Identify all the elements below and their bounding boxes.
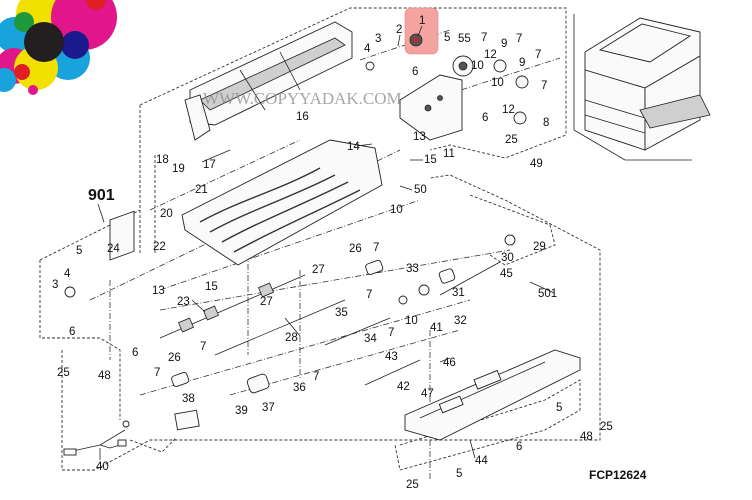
- part-label[interactable]: 7: [373, 242, 379, 254]
- roller: [202, 305, 220, 321]
- part-label[interactable]: 9: [519, 57, 525, 69]
- part-label[interactable]: 1: [419, 15, 425, 27]
- part-label[interactable]: 5: [444, 32, 450, 44]
- part-label[interactable]: 6: [516, 441, 522, 453]
- part-label[interactable]: 7: [535, 49, 541, 61]
- part-label[interactable]: 48: [98, 370, 111, 382]
- part-label[interactable]: 8: [543, 117, 549, 129]
- figure-code: FCP12624: [589, 468, 647, 482]
- paper-guide-tray: [181, 139, 383, 266]
- part-label[interactable]: 47: [421, 388, 434, 400]
- part-label[interactable]: 19: [172, 163, 185, 175]
- part-label[interactable]: 12: [502, 104, 515, 116]
- part-label[interactable]: 5: [456, 468, 462, 480]
- part-label[interactable]: 37: [262, 402, 275, 414]
- part-label[interactable]: 6: [482, 112, 488, 124]
- part-label[interactable]: 13: [152, 285, 165, 297]
- part-label[interactable]: 3: [375, 33, 381, 45]
- part-label[interactable]: 25: [57, 367, 70, 379]
- part-label[interactable]: 22: [153, 241, 166, 253]
- part-label[interactable]: 15: [424, 154, 437, 166]
- upper-cover-assembly: [184, 21, 353, 141]
- part-label[interactable]: 18: [156, 154, 169, 166]
- part-label[interactable]: 26: [168, 352, 181, 364]
- part-label[interactable]: 25: [600, 421, 613, 433]
- part-label[interactable]: 49: [530, 158, 543, 170]
- part-label[interactable]: 13: [413, 131, 426, 143]
- part-label[interactable]: 17: [203, 159, 216, 171]
- part-label[interactable]: 11: [443, 148, 455, 160]
- part-label[interactable]: 25: [406, 479, 419, 491]
- part-label[interactable]: 14: [347, 141, 360, 153]
- part-label[interactable]: 48: [580, 431, 593, 443]
- part-label[interactable]: 30: [501, 252, 514, 264]
- part-label[interactable]: 28: [285, 332, 298, 344]
- part-label[interactable]: 41: [430, 322, 443, 334]
- part-label[interactable]: 35: [335, 307, 348, 319]
- part-label[interactable]: 7: [516, 33, 522, 45]
- part-label[interactable]: 7: [154, 367, 160, 379]
- part-label[interactable]: 501: [538, 288, 557, 300]
- part-label[interactable]: 29: [533, 241, 546, 253]
- part-label[interactable]: 40: [96, 461, 109, 473]
- part-label[interactable]: 12: [484, 49, 497, 61]
- part-label[interactable]: 55: [458, 33, 471, 45]
- part-label[interactable]: 3: [52, 279, 58, 291]
- wire-harness: [63, 420, 177, 456]
- part-label[interactable]: 10: [491, 77, 504, 89]
- lower-tray: [404, 349, 581, 441]
- part-labels: 1 2 3 4 5 55 7 12 9 7 10 9 7 10 12 7 6 8…: [52, 15, 613, 491]
- part-label[interactable]: 10: [405, 315, 418, 327]
- part-label[interactable]: 16: [296, 111, 309, 123]
- roller: [177, 317, 195, 333]
- part-label[interactable]: 46: [443, 357, 456, 369]
- roller: [257, 282, 275, 298]
- part-label[interactable]: 27: [260, 296, 273, 308]
- part-label[interactable]: 39: [235, 405, 248, 417]
- part-label[interactable]: 21: [195, 184, 208, 196]
- part-label[interactable]: 15: [205, 281, 218, 293]
- part-label[interactable]: 32: [454, 315, 467, 327]
- part-label[interactable]: 7: [200, 341, 206, 353]
- part-label[interactable]: 5: [76, 245, 82, 257]
- part-label[interactable]: 7: [541, 80, 547, 92]
- part-label[interactable]: 6: [412, 66, 418, 78]
- part-label[interactable]: 25: [505, 134, 518, 146]
- part-label[interactable]: 45: [500, 268, 513, 280]
- part-label[interactable]: 4: [64, 268, 71, 280]
- right-frame-plate: [399, 74, 463, 141]
- part-label[interactable]: 5: [556, 402, 562, 414]
- cmyk-circles-logo: [0, 0, 117, 95]
- part-label[interactable]: 43: [385, 351, 398, 363]
- part-label[interactable]: 9: [501, 38, 507, 50]
- assembly-label-901[interactable]: 901: [88, 187, 115, 204]
- part-label[interactable]: 4: [364, 43, 371, 55]
- watermark: WWW.COPYYADAK.COM: [203, 89, 402, 108]
- part-label[interactable]: 33: [406, 263, 419, 275]
- assembly-boundary-main: [139, 7, 567, 159]
- part-label[interactable]: 23: [177, 296, 190, 308]
- part-label[interactable]: 38: [182, 393, 195, 405]
- part-label[interactable]: 2: [396, 24, 402, 36]
- part-label[interactable]: 44: [475, 455, 488, 467]
- part-label[interactable]: 26: [349, 243, 362, 255]
- part-label[interactable]: 20: [160, 208, 173, 220]
- part-label[interactable]: 7: [366, 289, 372, 301]
- part-label[interactable]: 7: [313, 371, 319, 383]
- part-label[interactable]: 36: [293, 382, 306, 394]
- part-label[interactable]: 10: [471, 60, 484, 72]
- part-label[interactable]: 6: [132, 347, 138, 359]
- part-label[interactable]: 50: [414, 184, 427, 196]
- part-label[interactable]: 7: [481, 32, 487, 44]
- part-label[interactable]: 31: [452, 287, 465, 299]
- part-label[interactable]: 6: [69, 326, 75, 338]
- part-label[interactable]: 7: [388, 327, 394, 339]
- copier-thumbnail: [573, 14, 711, 161]
- part-label[interactable]: 42: [397, 381, 410, 393]
- part-label[interactable]: 10: [390, 204, 403, 216]
- part-label[interactable]: 24: [107, 243, 120, 255]
- part-label[interactable]: 27: [312, 264, 325, 276]
- part-label[interactable]: 34: [364, 333, 377, 345]
